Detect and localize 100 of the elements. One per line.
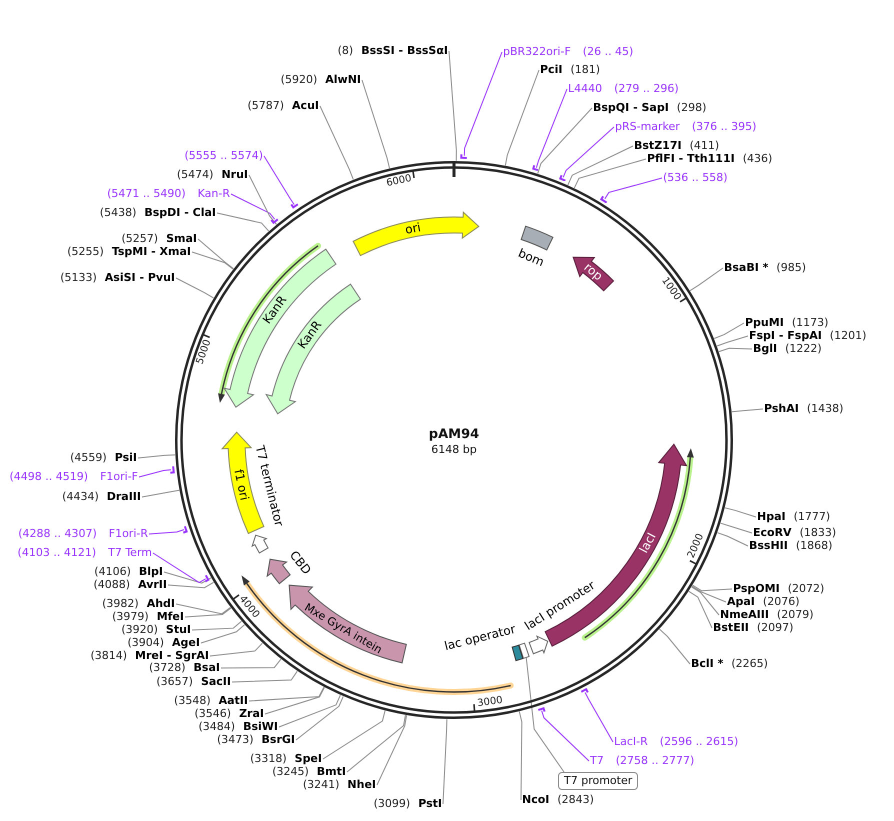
enzyme-name: ZraI: [239, 708, 264, 720]
site-position: (3728): [148, 662, 186, 674]
leader-line: [142, 490, 180, 498]
enzyme-name: PshAI: [764, 403, 799, 415]
leader-line: [537, 108, 592, 174]
site-position: (5255): [67, 246, 104, 258]
enzyme-name: StuI: [166, 624, 191, 636]
site-position: (3982): [102, 598, 139, 610]
leader-line: [176, 604, 231, 614]
leader-line: [176, 278, 214, 298]
site-position: (411): [690, 140, 720, 152]
site-position: (3546): [194, 708, 232, 720]
enzyme-name: PsiI: [114, 452, 137, 464]
leader-line: [248, 686, 324, 702]
site-position: (2079): [776, 609, 814, 621]
primer-position: (536 .. 558): [663, 172, 728, 184]
feature-label: lac operator: [443, 623, 517, 654]
site-position: (298): [676, 102, 706, 114]
enzyme-name: BlpI: [138, 566, 163, 578]
leader-line: [442, 718, 448, 804]
leader-line: [604, 178, 662, 200]
leader-line: [691, 586, 720, 616]
site-position: (2076): [762, 596, 800, 608]
leader-line: [362, 80, 390, 169]
leader-line: [264, 686, 325, 714]
enzyme-name: AsiSI - PvuI: [104, 272, 175, 284]
enzyme-name: BmtI: [316, 766, 346, 778]
enzyme-name: ApaI: [727, 596, 755, 608]
feature-label: rop: [580, 260, 604, 284]
site-position: (5787): [247, 100, 284, 112]
enzyme-name: NruI: [221, 169, 248, 181]
leader-line: [200, 624, 245, 644]
leader-line: [720, 522, 752, 534]
enzyme-name: AlwNI: [325, 74, 361, 86]
site-position: (3920): [121, 624, 158, 636]
feature-label: lacI: [638, 531, 659, 556]
leader-line: [584, 692, 614, 742]
leader-line: [210, 642, 263, 656]
site-position: (4088): [94, 579, 130, 591]
enzyme-name: BsaI: [194, 662, 220, 674]
primer-name: pBR322ori-F: [503, 46, 571, 58]
site-position: (3099): [374, 798, 410, 810]
primer-name: T7: [590, 755, 604, 767]
primer-position: (26 .. 45): [582, 46, 634, 58]
enzyme-name: PciI: [540, 64, 562, 76]
enzyme-name: AhdI: [146, 598, 175, 610]
leader-line: [716, 532, 748, 546]
plasmid-size: 6148 bp: [431, 443, 477, 457]
feature-label: ori: [404, 221, 422, 237]
site-position: (1833): [800, 527, 836, 539]
enzyme-name: HpaI: [757, 511, 786, 523]
enzyme-name: AcuI: [292, 100, 319, 112]
feature-label: f1 ori: [232, 468, 251, 502]
leader-line: [152, 552, 206, 584]
leader-line: [504, 70, 540, 166]
site-position: (2097): [756, 622, 794, 634]
leader-line: [216, 212, 270, 232]
primer-name: L4440: [568, 83, 602, 95]
site-position: (2072): [788, 583, 824, 595]
primer-position: (4498 .. 4519): [10, 471, 88, 483]
primer-position: (4288 .. 4307): [18, 528, 97, 540]
leader-line: [192, 252, 234, 270]
enzyme-name: BsrGI: [262, 734, 295, 746]
leader-line: [731, 408, 764, 412]
leader-line: [164, 572, 212, 584]
enzyme-name: AgeI: [172, 637, 200, 649]
leader-line: [724, 507, 756, 518]
site-position: (1868): [796, 540, 832, 552]
site-position: (1201): [830, 330, 866, 342]
site-position: (2265): [731, 658, 768, 670]
enzyme-name: SacII: [200, 676, 231, 688]
enzyme-name: AvrII: [138, 579, 167, 591]
enzyme-name: AatII: [218, 695, 248, 707]
enzyme-name: FspI - FspAI: [749, 330, 822, 342]
leader-line: [690, 268, 724, 292]
leader-line: [718, 348, 752, 352]
site-position: (3484): [198, 721, 236, 733]
leader-line: [574, 158, 646, 188]
site-position: (3473): [216, 734, 254, 746]
leader-line: [184, 608, 232, 618]
site-position: (1777): [794, 511, 830, 523]
site-position: (3318): [250, 753, 287, 765]
enzyme-name: MreI - SgrAI: [135, 650, 209, 662]
primer-name: LacI-R: [614, 736, 648, 748]
leader-line: [220, 658, 282, 668]
leader-line: [562, 126, 614, 178]
leader-line: [230, 194, 276, 220]
callout-box: T7 promoter: [558, 772, 638, 790]
primer-position: (2596 .. 2615): [660, 736, 738, 748]
site-position: (4559): [70, 452, 107, 464]
enzyme-name: PpuMI: [745, 317, 784, 329]
enzyme-name: PflFI - Tth111I: [647, 153, 735, 165]
primer-position: (279 .. 296): [614, 83, 679, 95]
primer-position: (5471 .. 5490): [107, 188, 186, 200]
leader-line: [688, 590, 712, 628]
primer-position: (376 .. 395): [692, 121, 756, 133]
site-position: (3548): [174, 695, 211, 707]
site-position: (1173): [792, 317, 828, 329]
primer-name: Kan-R: [198, 188, 230, 200]
site-position: (4434): [62, 491, 99, 503]
